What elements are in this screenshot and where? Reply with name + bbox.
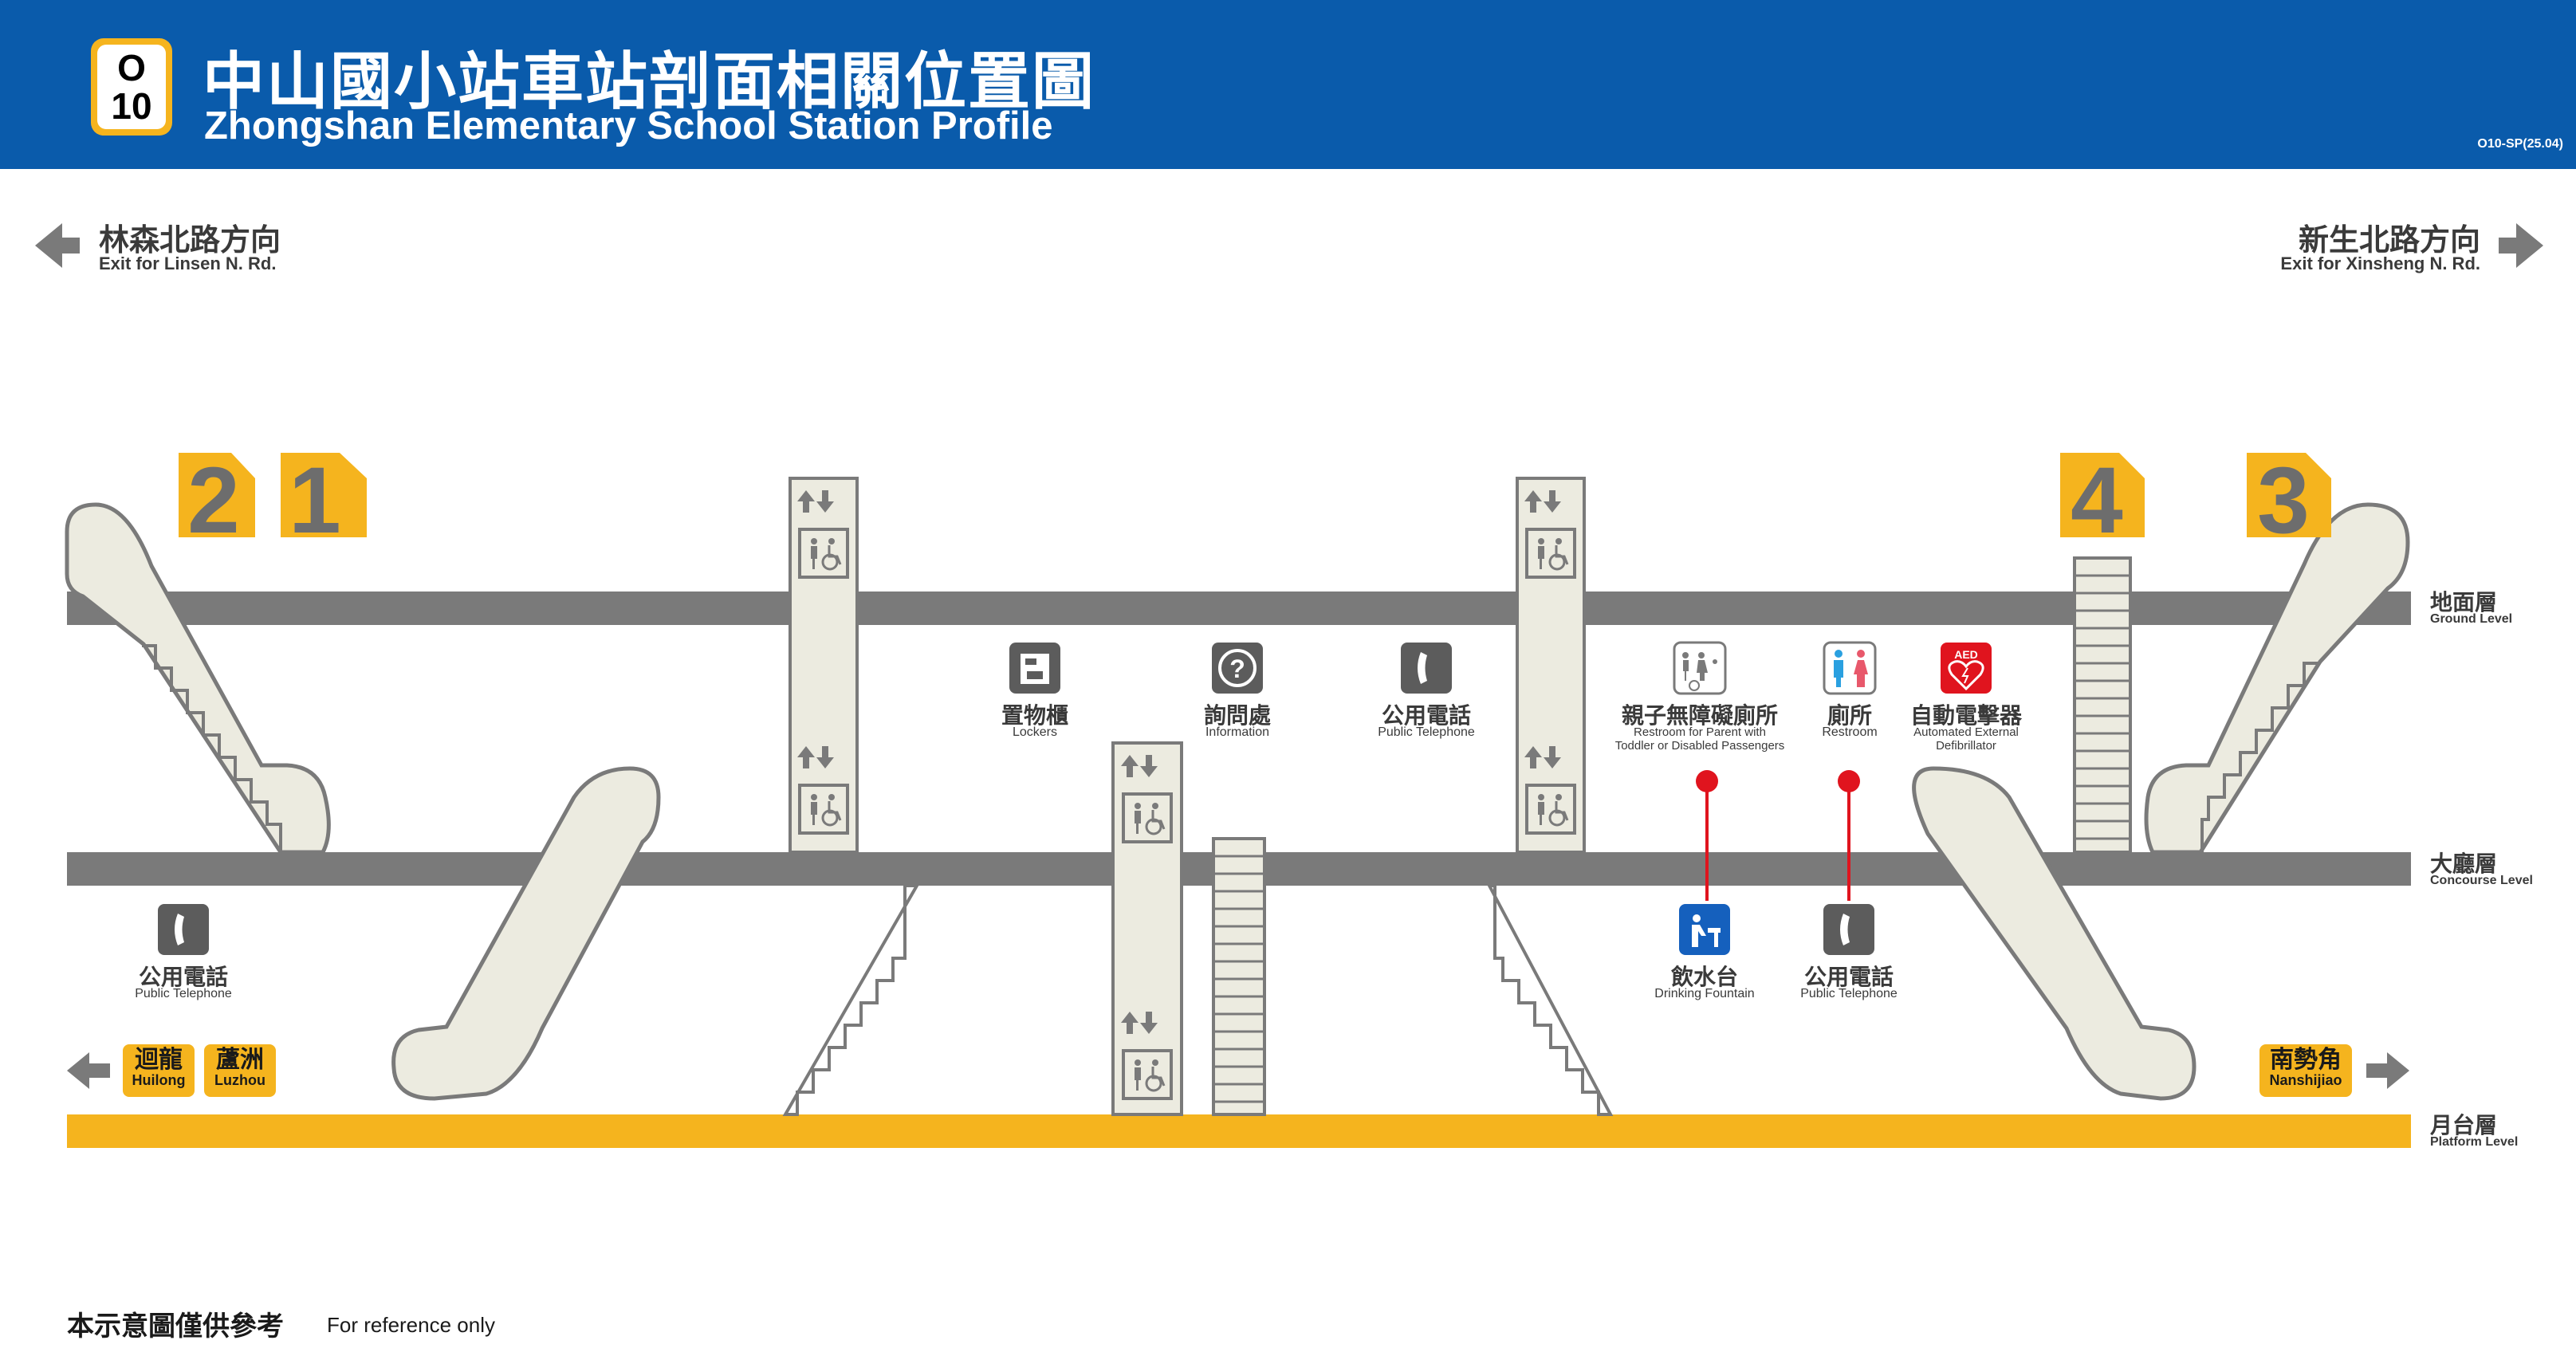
exit-1-label: 1 bbox=[289, 448, 341, 553]
direction-left-zh: 林森北路方向 bbox=[99, 224, 281, 257]
concourse-level-zh: 大廳層 bbox=[2430, 851, 2498, 876]
ground-level-zh: 地面層 bbox=[2430, 590, 2498, 615]
telephone-label-en-concourse: Public Telephone bbox=[1378, 725, 1475, 739]
stair-profile-platform-left bbox=[782, 884, 920, 1116]
stair-profile-platform-right bbox=[1486, 884, 1614, 1116]
restroom-label-zh: 廁所 bbox=[1827, 703, 1873, 728]
page-title-en: Zhongshan Elementary School Station Prof… bbox=[204, 104, 1053, 147]
family-restroom-label-en-1: Restroom for Parent with bbox=[1634, 725, 1766, 739]
aed-label-en-1: Automated External bbox=[1913, 725, 2019, 739]
information-icon: ? bbox=[1212, 643, 1263, 694]
destination-luzhou-zh: 蘆洲 bbox=[216, 1047, 264, 1073]
telephone-label-en-left: Public Telephone bbox=[135, 987, 232, 1000]
document-code: O10-SP(25.04) bbox=[2477, 137, 2563, 151]
page-title-zh: 中山國小站車站剖面相關位置圖 bbox=[203, 46, 1096, 116]
destination-luzhou: 蘆洲 Luzhou bbox=[204, 1044, 276, 1097]
stair-profile-exit-2 bbox=[142, 644, 282, 852]
ground-level-floor bbox=[67, 592, 2411, 625]
disclaimer-zh: 本示意圖僅供參考 bbox=[67, 1311, 284, 1342]
disclaimer-en: For reference only bbox=[327, 1313, 495, 1337]
destination-nanshijiao: 南勢角 Nanshijiao bbox=[2259, 1044, 2352, 1097]
telephone-label-zh-left: 公用電話 bbox=[138, 965, 229, 989]
arrow-platform-left-icon bbox=[67, 1052, 110, 1089]
lockers-icon bbox=[1009, 643, 1060, 694]
station-code-badge: O 10 bbox=[91, 38, 172, 136]
family-restroom-label-en-2: Toddler or Disabled Passengers bbox=[1614, 739, 1785, 753]
direction-left-en: Exit for Linsen N. Rd. bbox=[99, 254, 277, 273]
destination-nanshijiao-en: Nanshijiao bbox=[2269, 1071, 2342, 1088]
information-label-en: Information bbox=[1205, 725, 1270, 739]
telephone-label-en-platform: Public Telephone bbox=[1800, 987, 1898, 1000]
family-restroom-label-zh: 親子無障礙廁所 bbox=[1621, 703, 1779, 728]
destination-huilong: 迴龍 Huilong bbox=[123, 1044, 195, 1097]
information-label-zh: 詢問處 bbox=[1203, 703, 1272, 728]
exit-1-tile: 1 bbox=[281, 448, 367, 553]
lockers-label-zh: 置物櫃 bbox=[1001, 703, 1069, 728]
exit-4-label: 4 bbox=[2071, 448, 2123, 553]
arrow-right-icon bbox=[2499, 223, 2543, 268]
exit-4-tile: 4 bbox=[2060, 448, 2145, 553]
concourse-level-en: Concourse Level bbox=[2430, 874, 2533, 887]
platform-level-en: Platform Level bbox=[2430, 1135, 2519, 1149]
escalator-exit-3 bbox=[2144, 502, 2410, 855]
exit-3-tile: 3 bbox=[2247, 448, 2331, 553]
stair-profile-exit-3 bbox=[2200, 662, 2318, 852]
aed-label-en-2: Defibrillator bbox=[1936, 739, 1996, 753]
telephone-icon-left bbox=[158, 904, 209, 955]
fountain-label-zh: 飲水台 bbox=[1670, 965, 1739, 989]
exit-2-tile: 2 bbox=[179, 448, 255, 553]
destination-huilong-en: Huilong bbox=[132, 1071, 186, 1088]
destination-luzhou-en: Luzhou bbox=[214, 1071, 265, 1088]
exit-2-label: 2 bbox=[187, 448, 240, 553]
exit-3-label: 3 bbox=[2257, 448, 2310, 553]
arrow-left-icon bbox=[35, 223, 80, 268]
stairway-exit-4 bbox=[2073, 556, 2132, 854]
drinking-fountain-icon bbox=[1679, 904, 1730, 955]
telephone-label-zh-platform: 公用電話 bbox=[1803, 965, 1894, 989]
escalator-platform-left bbox=[391, 766, 661, 1101]
telephone-icon-concourse bbox=[1401, 643, 1452, 694]
restroom-icon bbox=[1823, 641, 1877, 695]
destination-huilong-zh: 迴龍 bbox=[135, 1047, 183, 1073]
station-code-inner: O 10 bbox=[97, 45, 166, 129]
station-number: 10 bbox=[111, 85, 152, 127]
stairway-platform bbox=[1212, 837, 1266, 1116]
direction-right-zh: 新生北路方向 bbox=[2298, 224, 2480, 257]
fountain-label-en: Drinking Fountain bbox=[1654, 987, 1755, 1000]
header-bar: O 10 中山國小站車站剖面相關位置圖 Zhongshan Elementary… bbox=[0, 0, 2576, 169]
escalator-exit-2 bbox=[65, 502, 331, 855]
platform-level-floor bbox=[67, 1114, 2411, 1148]
restroom-label-en: Restroom bbox=[1822, 725, 1878, 739]
family-restroom-icon bbox=[1673, 641, 1727, 695]
aed-label-zh: 自動電擊器 bbox=[1909, 703, 2023, 728]
ground-level-en: Ground Level bbox=[2430, 612, 2513, 626]
svg-text:?: ? bbox=[1229, 654, 1245, 683]
telephone-icon-platform bbox=[1823, 904, 1874, 955]
marker-dot-fountain bbox=[1696, 770, 1718, 792]
telephone-label-zh-concourse: 公用電話 bbox=[1381, 703, 1472, 728]
lockers-label-en: Lockers bbox=[1012, 725, 1058, 739]
destination-nanshijiao-zh: 南勢角 bbox=[2270, 1047, 2342, 1073]
direction-right-en: Exit for Xinsheng N. Rd. bbox=[2280, 254, 2480, 273]
marker-dot-telephone bbox=[1838, 770, 1860, 792]
line-letter: O bbox=[117, 47, 146, 88]
platform-level-zh: 月台層 bbox=[2430, 1113, 2498, 1138]
escalator-platform-right bbox=[1912, 766, 2196, 1101]
arrow-platform-right-icon bbox=[2366, 1052, 2409, 1089]
aed-badge-label: AED bbox=[1954, 648, 1978, 661]
aed-icon: AED bbox=[1941, 643, 1992, 694]
